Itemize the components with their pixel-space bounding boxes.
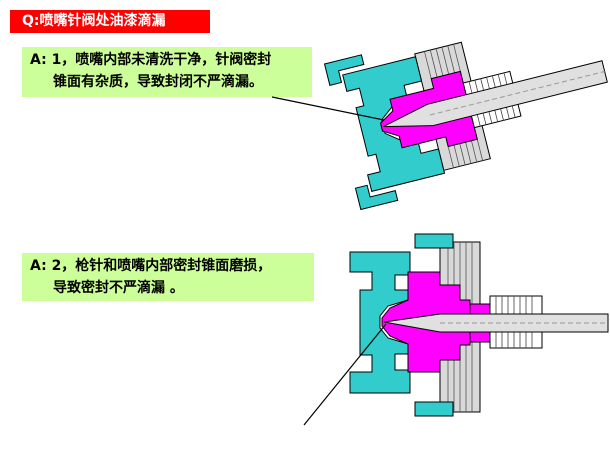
answer-2-line-2: 导致密封不严滴漏 。: [53, 280, 184, 296]
answer-1-box: A: 1，喷嘴内部未清洗干净，针阀密封 锥面有杂质，导致封闭不严滴漏。: [22, 47, 312, 97]
answer-1-line-1: A: 1，喷嘴内部未清洗干净，针阀密封: [30, 52, 272, 68]
answer-2-box: A: 2，枪针和喷嘴内部密封锥面磨损， 导致密封不严滴漏 。: [22, 253, 314, 301]
answer-2-line-1: A: 2，枪针和喷嘴内部密封锥面磨损，: [30, 258, 272, 274]
question-title: Q:喷嘴针阀处油漆滴漏: [10, 10, 210, 33]
answer-1-line-2: 锥面有杂质，导致封闭不严滴漏。: [53, 74, 263, 90]
